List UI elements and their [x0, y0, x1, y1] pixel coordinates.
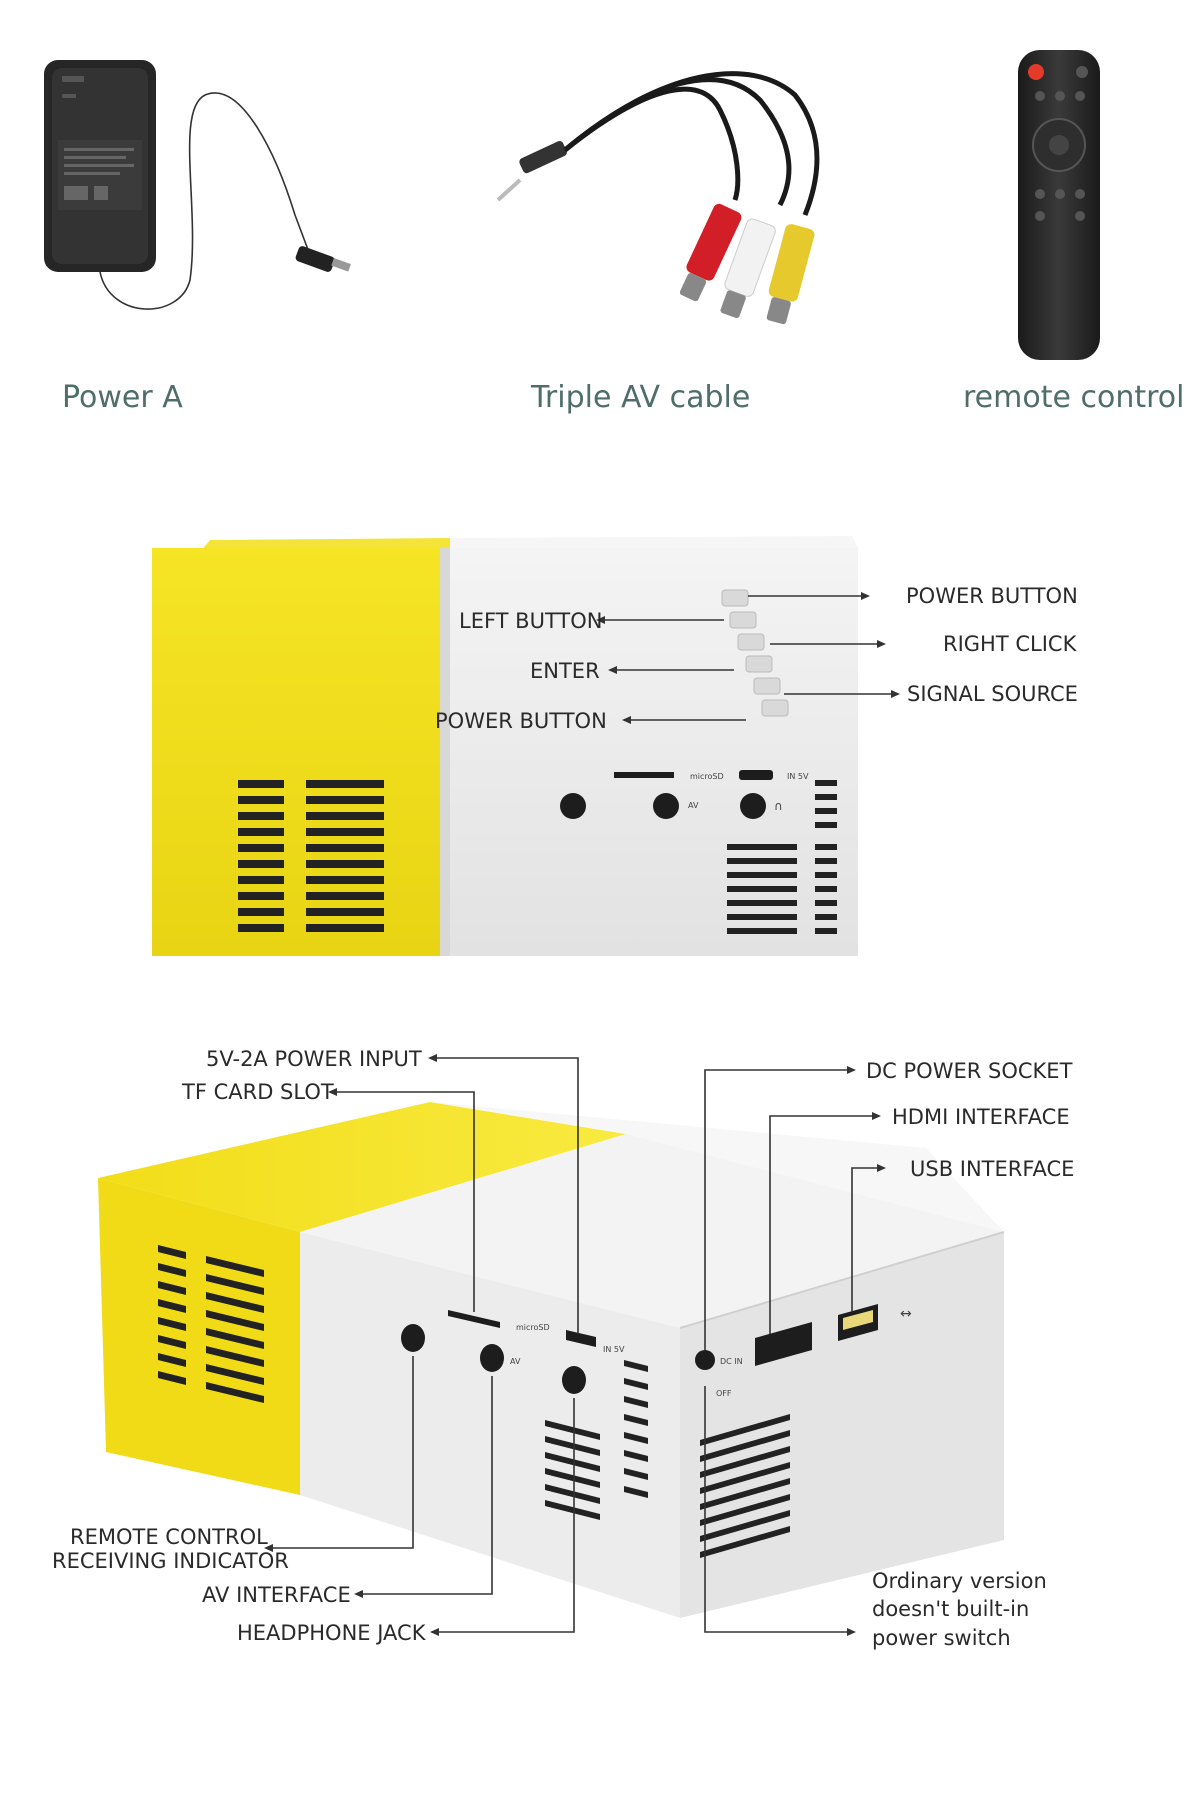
- ac-adapter-icon: [44, 60, 351, 310]
- usb-icon: ↔: [900, 1306, 912, 1322]
- front-callouts: [596, 592, 900, 724]
- note-line-3: power switch: [872, 1626, 1011, 1650]
- label-power-input: 5V-2A POWER INPUT: [206, 1047, 422, 1071]
- marking-av: AV: [688, 801, 699, 810]
- label-enter: ENTER: [530, 659, 600, 683]
- label-av-interface: AV INTERFACE: [202, 1583, 351, 1607]
- marking-in5v: IN 5V: [787, 772, 809, 781]
- back-vent-grille-front: [545, 1360, 648, 1520]
- ir-receiver: [560, 793, 586, 819]
- note-line-2: doesn't built-in: [872, 1597, 1029, 1621]
- label-headphone-jack: HEADPHONE JACK: [237, 1621, 427, 1645]
- top-control-buttons: [721, 589, 789, 717]
- label-left-button: LEFT BUTTON: [459, 609, 602, 633]
- hdmi-port: [755, 1322, 812, 1366]
- label-hdmi-interface: HDMI INTERFACE: [892, 1105, 1070, 1129]
- av-port: [653, 793, 679, 819]
- label-tf-card-slot: TF CARD SLOT: [181, 1080, 334, 1104]
- projector-back-view: microSD IN 5V AV DC IN OFF ↔: [98, 1102, 1005, 1618]
- label-signal-source: SIGNAL SOURCE: [907, 682, 1078, 706]
- label-right-click: RIGHT CLICK: [943, 632, 1078, 656]
- back-headphone-port: [562, 1366, 586, 1394]
- back-microsd-slot: [448, 1310, 500, 1328]
- headphone-icon: ∩: [774, 799, 783, 813]
- back-callouts: [264, 1054, 886, 1636]
- projector-side-view: microSD IN 5V AV ∩: [152, 536, 858, 956]
- back-marking-av: AV: [510, 1357, 521, 1366]
- back-vent-grille-left: [158, 1245, 264, 1403]
- label-remote-indicator-line1: REMOTE CONTROL: [70, 1525, 268, 1549]
- label-power-button-left: POWER BUTTON: [435, 709, 607, 733]
- label-usb-interface: USB INTERFACE: [910, 1157, 1074, 1181]
- remote-control-icon: [1018, 50, 1100, 360]
- dc-power-socket: [695, 1350, 715, 1370]
- back-usb-in-port: [566, 1330, 596, 1347]
- label-power-button-right: POWER BUTTON: [906, 584, 1078, 608]
- label-dc-power-socket: DC POWER SOCKET: [866, 1059, 1073, 1083]
- av-cable-icon: [496, 71, 820, 325]
- usb-in-port: [739, 770, 773, 780]
- headphone-port: [740, 793, 766, 819]
- microsd-slot: [614, 772, 674, 778]
- marking-off: OFF: [716, 1389, 732, 1398]
- marking-microsd: microSD: [690, 772, 724, 781]
- end-face-vents: [700, 1414, 790, 1558]
- caption-av-cable: Triple AV cable: [530, 380, 750, 415]
- back-av-port: [480, 1344, 504, 1372]
- back-ir-receiver: [401, 1324, 425, 1352]
- label-remote-indicator-line2: RECEIVING INDICATOR: [52, 1549, 289, 1573]
- note-line-1: Ordinary version: [872, 1569, 1047, 1593]
- caption-remote-control: remote control: [963, 380, 1184, 415]
- caption-power-adapter: Power A: [62, 380, 183, 415]
- back-marking-microsd: microSD: [516, 1323, 550, 1332]
- marking-dcin: DC IN: [720, 1357, 743, 1366]
- vent-grille-left: [238, 780, 384, 932]
- back-marking-in5v: IN 5V: [603, 1345, 625, 1354]
- vent-grille-right: [727, 780, 837, 934]
